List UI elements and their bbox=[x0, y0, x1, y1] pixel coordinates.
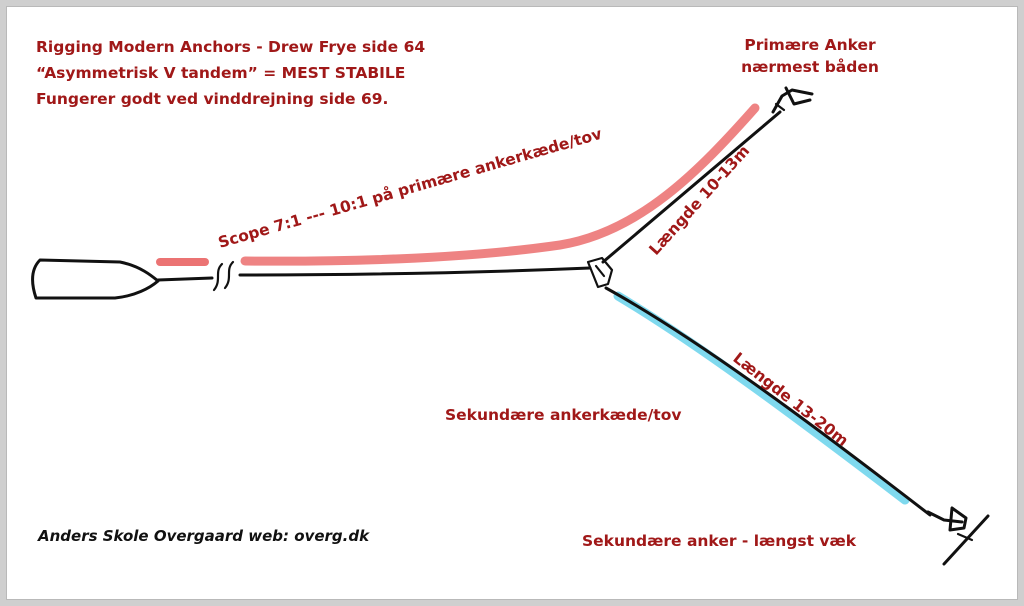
drawing-frame bbox=[6, 6, 1018, 600]
author-credit: Anders Skole Overgaard web: overg.dk bbox=[37, 527, 370, 545]
scope-label: Scope 7:1 --- 10:1 på primære ankerkæde/… bbox=[216, 124, 604, 252]
header-line2: “Asymmetrisk V tandem” = MEST STABILE bbox=[36, 64, 405, 82]
header-line1: Rigging Modern Anchors - Drew Frye side … bbox=[36, 38, 425, 56]
primary-anchor-label-line2: nærmest båden bbox=[741, 57, 879, 76]
primary-anchor-label-line1: Primære Anker bbox=[744, 36, 876, 54]
primary-rode-highlight bbox=[156, 103, 760, 266]
secondary-anchor-icon bbox=[926, 506, 990, 566]
secondary-anchor-label: Sekundære anker - længst væk bbox=[582, 532, 857, 550]
line-break-mark bbox=[212, 260, 235, 292]
header-line3: Fungerer godt ved vinddrejning side 69. bbox=[36, 90, 388, 108]
primary-anchor-icon bbox=[771, 86, 814, 114]
secondary-length-label: Længde 13-20m bbox=[730, 349, 852, 450]
secondary-rode-highlight bbox=[613, 291, 910, 505]
bow-line bbox=[156, 276, 214, 282]
main-rode bbox=[238, 266, 592, 277]
primary-anchor-line bbox=[601, 110, 782, 264]
junction-shackle bbox=[586, 256, 614, 289]
secondary-rode-label: Sekundære ankerkæde/tov bbox=[445, 406, 681, 424]
secondary-anchor-line bbox=[604, 286, 932, 517]
boat-hull bbox=[31, 258, 160, 300]
